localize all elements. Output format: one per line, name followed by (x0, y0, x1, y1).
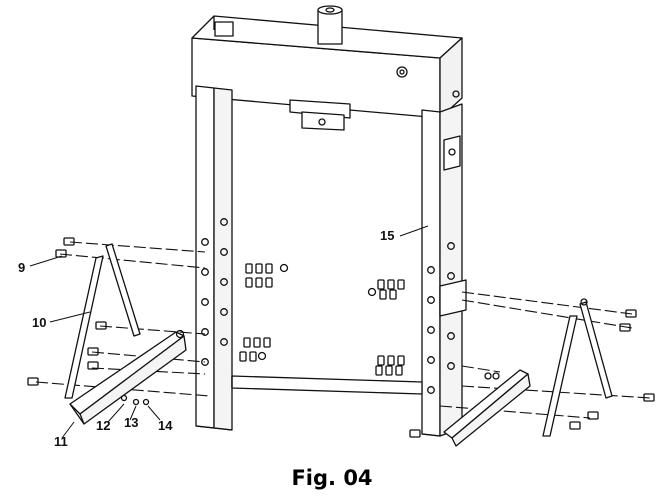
callout-10: 10 (32, 315, 46, 330)
bottom-rail (231, 375, 423, 395)
cylinder-mount-block (289, 99, 351, 131)
right-upright (421, 103, 463, 437)
upright-holes (201, 218, 455, 394)
left-upright (195, 85, 233, 431)
right-leg-assembly (409, 298, 655, 447)
callout-11: 11 (54, 434, 68, 449)
crossbeam-bolt (396, 66, 408, 78)
callout-14: 14 (158, 418, 173, 433)
top-crossbeam (191, 15, 463, 119)
leader-lines (29, 225, 429, 439)
figure-caption: Fig. 04 (291, 466, 373, 490)
left-leg-assembly (27, 237, 187, 425)
right-side-brackets (439, 90, 467, 317)
callout-15: 15 (380, 228, 394, 243)
callout-9: 9 (18, 260, 25, 275)
callout-13: 13 (124, 415, 138, 430)
callout-12: 12 (96, 418, 110, 433)
cylinder-seat (317, 5, 343, 45)
frame-bolt-sets (239, 263, 405, 376)
